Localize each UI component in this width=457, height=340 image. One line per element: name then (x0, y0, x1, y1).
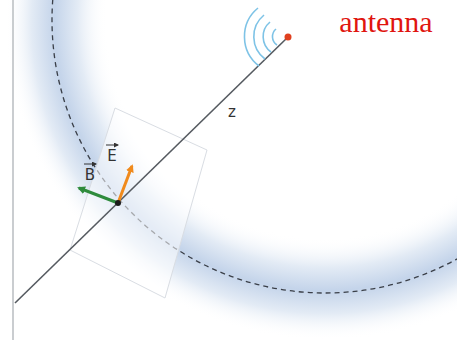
field-label: B (85, 168, 95, 183)
e-vector (118, 166, 132, 203)
antenna-dot (285, 34, 292, 41)
edge-line (12, 0, 14, 340)
radio-waves (244, 8, 277, 66)
b-vector (79, 188, 118, 203)
axis-label: z (228, 105, 236, 120)
field-label: E (107, 149, 116, 164)
origin-dot (115, 200, 121, 206)
vector-accent (106, 145, 118, 146)
z-axis (15, 37, 288, 303)
vector-accent (84, 164, 96, 165)
antenna-label: antenna (339, 7, 432, 37)
